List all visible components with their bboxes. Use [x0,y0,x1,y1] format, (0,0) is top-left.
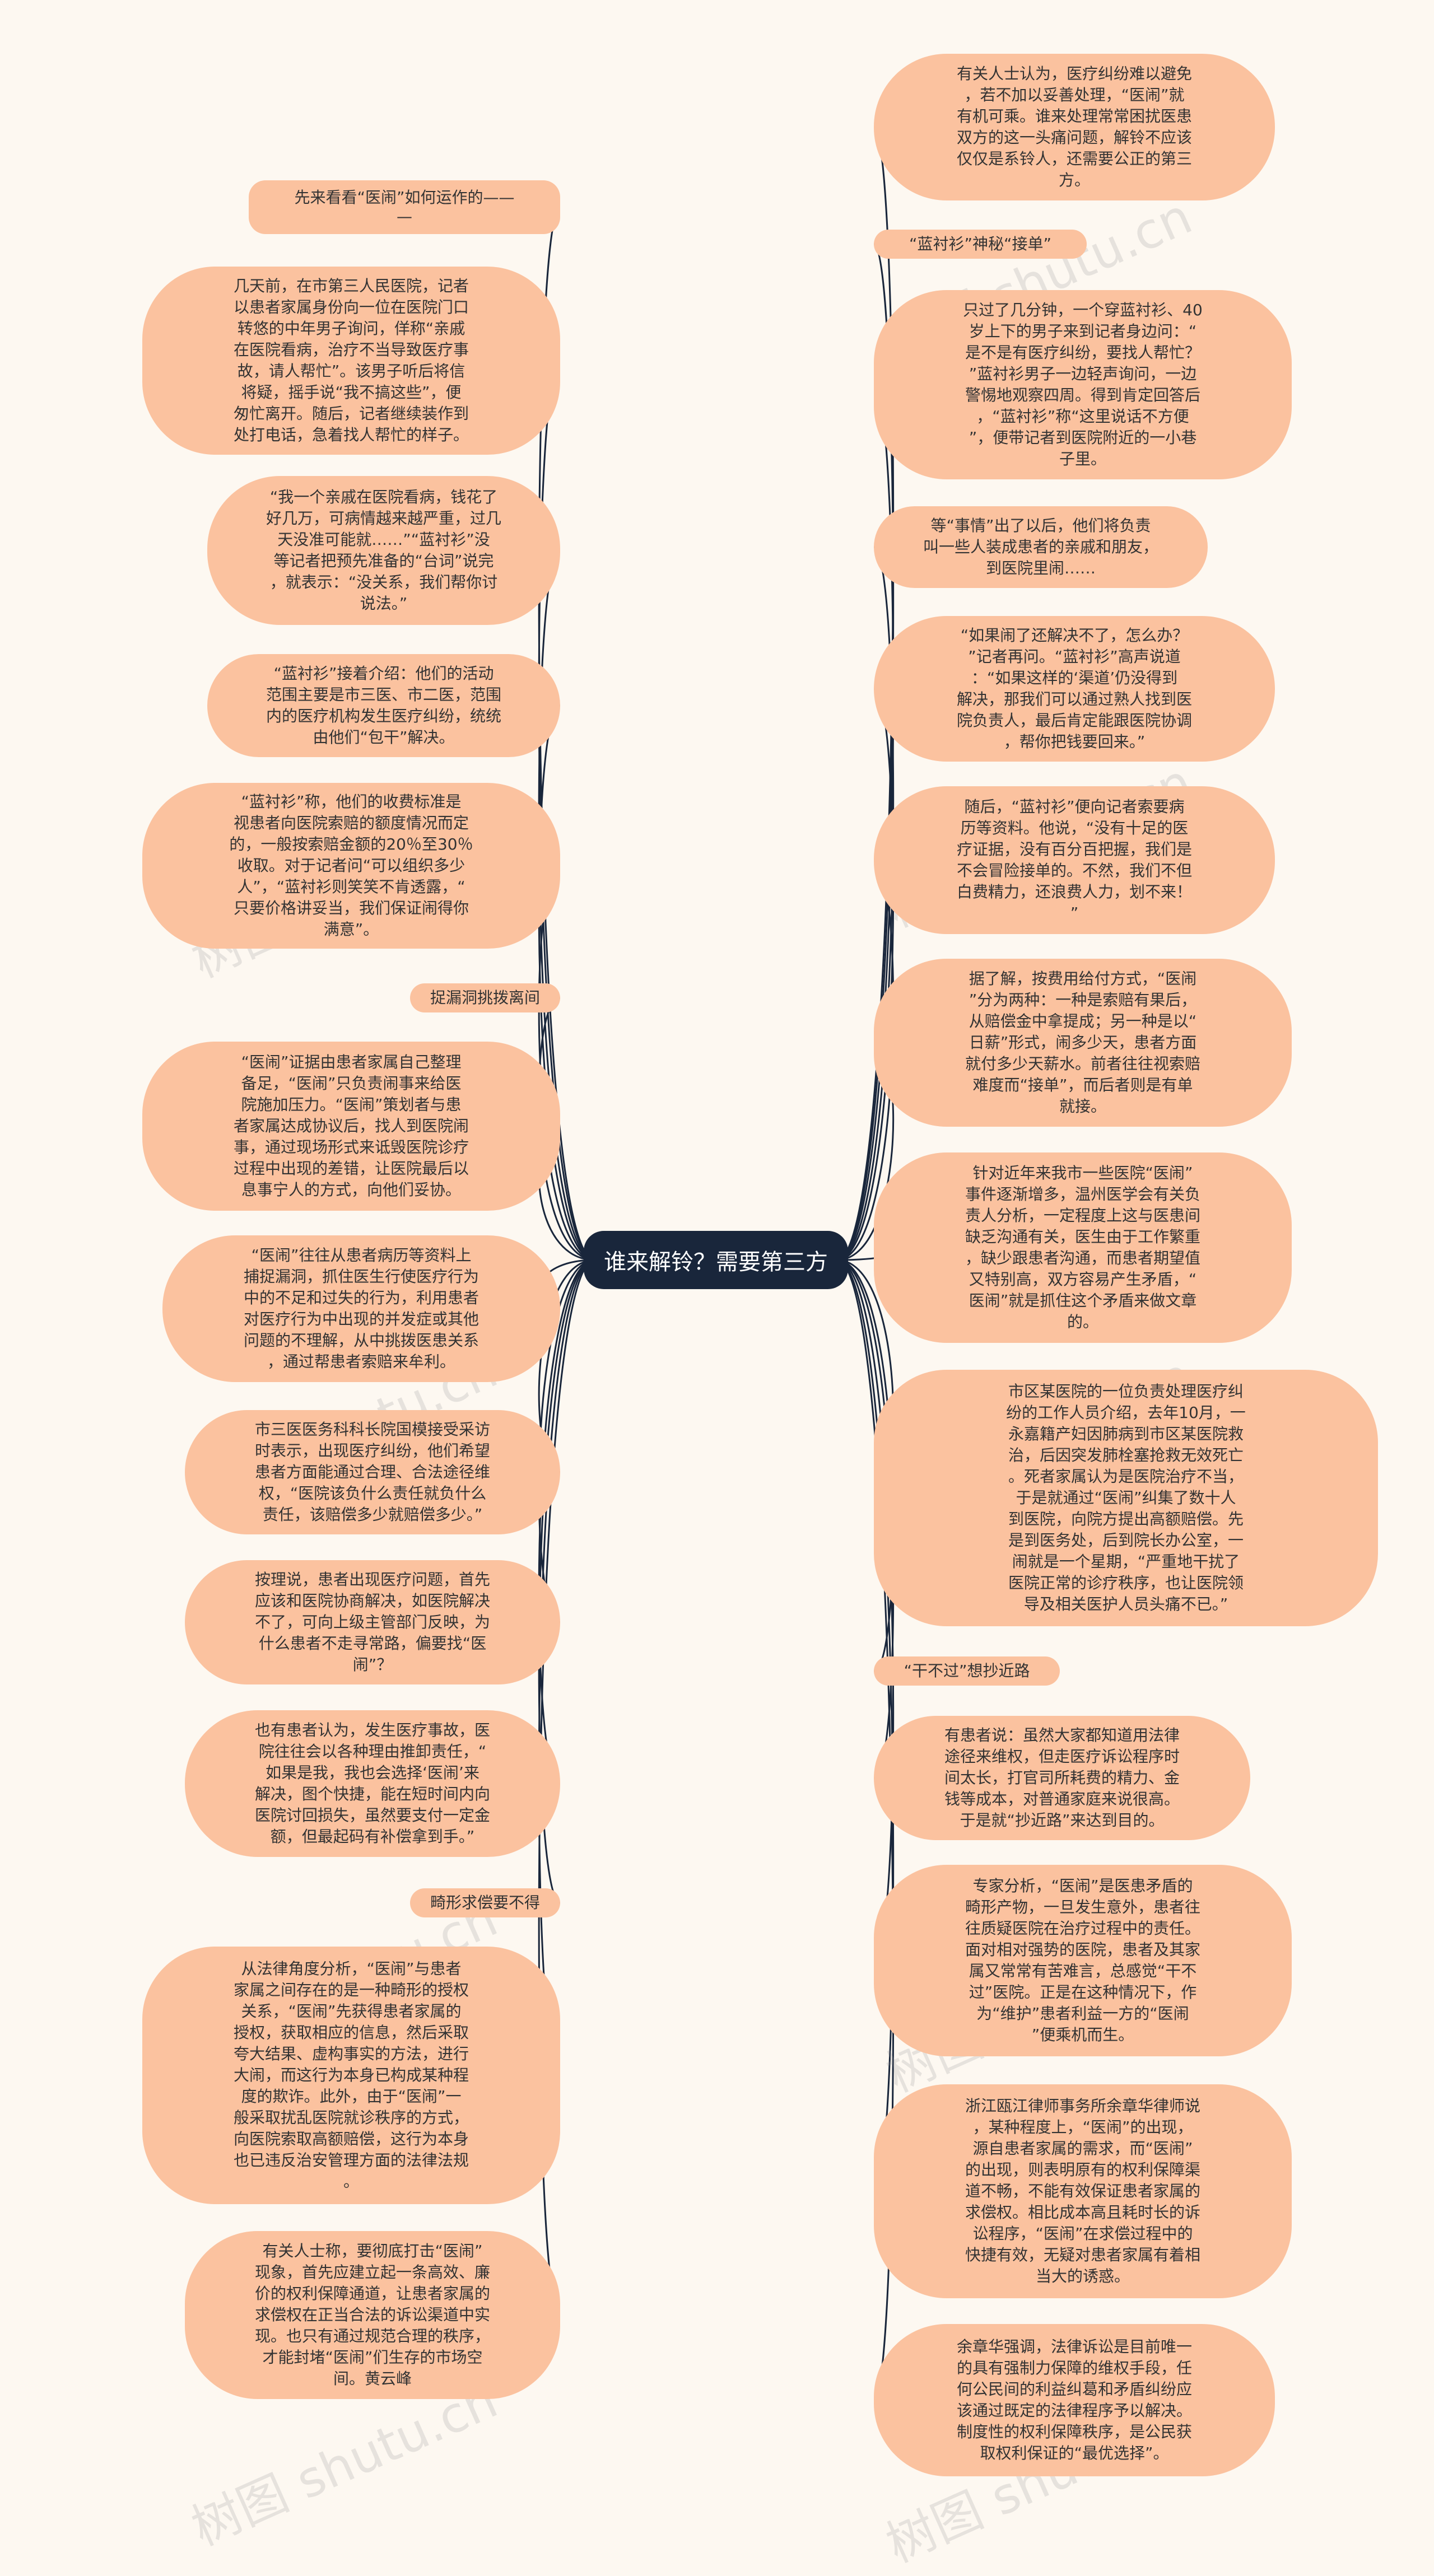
topic-node[interactable]: 捉漏洞挑拨离间 [410,983,560,1012]
topic-node[interactable]: “蓝衬衫”称，他们的收费标准是 视患者向医院索赔的额度情况而定 的，一般按索赔金… [142,783,560,949]
topic-node[interactable]: 专家分析，“医闹”是医患矛盾的 畸形产物，一旦发生意外，患者往 往质疑医院在治疗… [874,1865,1292,2056]
topic-node[interactable]: 市三医医务科科长院国模接受采访 时表示，出现医疗纠纷，他们希望 患者方面能通过合… [185,1410,560,1534]
topic-node[interactable]: 畸形求偿要不得 [410,1888,560,1917]
topic-node[interactable]: 余章华强调，法律诉讼是目前唯一 的具有强制力保障的维权手段，任 何公民间的利益纠… [874,2324,1275,2476]
connector-line [538,1259,595,2076]
connector-line [836,243,895,1261]
topic-node[interactable]: “蓝衬衫”接着介绍：他们的活动 范围主要是市三医、市二医，范围 内的医疗机构发生… [207,654,560,757]
topic-node[interactable]: 先来看看“医闹”如何运作的—— — [249,180,560,234]
topic-node[interactable]: 有患者说：虽然大家都知道用法律 途径来维权，但走医疗诉讼程序时 间太长，打官司所… [874,1716,1250,1840]
connector-line [836,1259,895,2401]
topic-node[interactable]: 按理说，患者出现医疗问题，首先 应该和医院协商解决，如医院解决 不了，可向上级主… [185,1560,560,1684]
topic-node[interactable]: 有关人士认为，医疗纠纷难以避免 ，若不加以妥善处理，“医闹”就 有机可乘。谁来处… [874,54,1275,200]
topic-node[interactable]: 也有患者认为，发生医疗事故，医 院往往会以各种理由推卸责任，“ 如果是我，我也会… [185,1710,560,1857]
mind-map-canvas: 树图 shutu.cn 树图 shutu.cn 树图 shutu.cn 树图 s… [142,54,1378,2574]
topic-node[interactable]: “医闹”证据由患者家属自己整理 备足，“医闹”只负责闹事来给医 院施加压力。“医… [142,1042,560,1211]
root-topic[interactable]: 谁来解铃？需要第三方 [584,1231,848,1289]
topic-node[interactable]: 随后，“蓝衬衫”便向记者索要病 历等资料。他说，“没有十足的医 疗证据，没有百分… [874,786,1275,934]
topic-node[interactable]: 针对近年来我市一些医院“医闹” 事件逐渐增多，温州医学会有关负 责人分析，一定程… [874,1152,1292,1343]
topic-node[interactable]: 几天前，在市第三人民医院，记者 以患者家属身份向一位在医院门口 转悠的中年男子询… [142,267,560,455]
connector-line [836,1259,895,2192]
topic-node[interactable]: “我一个亲戚在医院看病，钱花了 好几万，可病情越来越严重，过几 天没准可能就……… [207,476,560,625]
topic-node[interactable]: 据了解，按费用给付方式，“医闹 ”分为两种：一种是索赔有果后， 从赔偿金中拿提成… [874,959,1292,1127]
topic-node[interactable]: “蓝衬衫”神秘“接单” [874,230,1087,259]
topic-node[interactable]: 有关人士称，要彻底打击“医闹” 现象，首先应建立起一条高效、廉 价的权利保障通道… [185,2231,560,2399]
topic-node[interactable]: “医闹”往往从患者病历等资料上 捕捉漏洞，抓住医生行使医疗行为 中的不足和过失的… [162,1235,560,1382]
topic-node[interactable]: 从法律角度分析，“医闹”与患者 家属之间存在的是一种畸形的授权 关系，“医闹”先… [142,1947,560,2204]
topic-node[interactable]: 浙江瓯江律师事务所余章华律师说 ，某种程度上，“医闹”的出现， 源自患者家属的需… [874,2084,1292,2298]
topic-node[interactable]: 市区某医院的一位负责处理医疗纠 纷的工作人员介绍，去年10月，一 永嘉籍产妇因肺… [874,1370,1378,1626]
topic-node[interactable]: “如果闹了还解决不了，怎么办？ ”记者再问。“蓝衬衫”高声说道 ：“如果这样的‘… [874,616,1275,762]
topic-node[interactable]: 等“事情”出了以后，他们将负责 叫一些人装成患者的亲戚和朋友， 到医院里闹…… [874,506,1208,588]
topic-node[interactable]: 只过了几分钟，一个穿蓝衬衫、40 岁上下的男子来到记者身边问：“ 是不是有医疗纠… [874,290,1292,479]
topic-node[interactable]: “干不过”想抄近路 [874,1656,1060,1686]
connector-line [836,1259,895,1962]
